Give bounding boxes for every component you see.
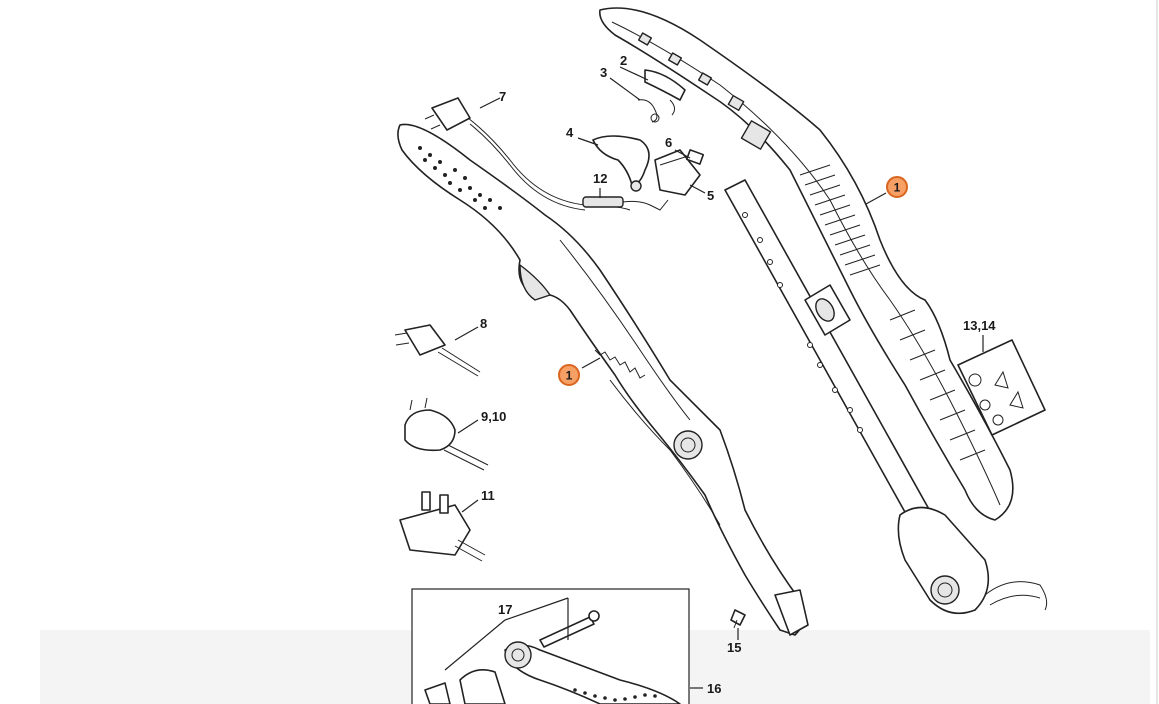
part-13-14-label-sticker[interactable] bbox=[957, 339, 1046, 436]
label-9-10: 9,10 bbox=[481, 409, 506, 424]
housing-half-left[interactable] bbox=[397, 123, 809, 636]
housing-ribs bbox=[799, 164, 986, 461]
part-8-plug[interactable] bbox=[394, 324, 481, 377]
part-4-trigger[interactable] bbox=[592, 135, 650, 192]
housing-top-details bbox=[637, 32, 772, 150]
inset-box bbox=[411, 588, 690, 704]
label-5: 5 bbox=[707, 188, 714, 203]
part-3-spring[interactable] bbox=[637, 99, 660, 123]
label-8: 8 bbox=[480, 316, 487, 331]
housing-half-right[interactable] bbox=[598, 7, 1014, 521]
label-11: 11 bbox=[481, 488, 495, 503]
part-16-handle[interactable] bbox=[424, 641, 681, 704]
label-15: 15 bbox=[727, 640, 741, 655]
leader-lines bbox=[444, 66, 984, 689]
part-11-uk-plug[interactable] bbox=[399, 491, 486, 562]
motor-head[interactable] bbox=[897, 506, 1048, 615]
part-labels: 2 3 4 6 5 7 12 8 9,10 11 13,14 15 16 17 bbox=[480, 53, 996, 696]
label-13-14: 13,14 bbox=[963, 318, 996, 333]
label-7: 7 bbox=[499, 89, 506, 104]
part-9-10-plug[interactable] bbox=[404, 397, 489, 471]
part-15-screw[interactable] bbox=[730, 609, 746, 629]
label-16: 16 bbox=[707, 681, 721, 696]
part-17-bolt[interactable] bbox=[539, 610, 600, 648]
label-3: 3 bbox=[600, 65, 607, 80]
part-12-strain-relief[interactable] bbox=[582, 196, 669, 211]
label-4: 4 bbox=[566, 125, 574, 140]
part-2-lever[interactable] bbox=[644, 69, 686, 116]
label-6: 6 bbox=[665, 135, 672, 150]
callout-part-1-right[interactable]: 1 bbox=[886, 176, 908, 198]
shaft-holes bbox=[742, 212, 863, 433]
label-2: 2 bbox=[620, 53, 627, 68]
callout-1-left-text: 1 bbox=[566, 369, 573, 383]
callout-1-right-text: 1 bbox=[894, 181, 901, 195]
part-6-clip[interactable] bbox=[685, 149, 705, 165]
handle-dots bbox=[573, 688, 657, 702]
label-17: 17 bbox=[498, 602, 512, 617]
grip-dots bbox=[418, 146, 502, 210]
label-12: 12 bbox=[593, 171, 607, 186]
callout-part-1-left[interactable]: 1 bbox=[558, 364, 580, 386]
part-5-switch[interactable] bbox=[654, 149, 701, 196]
